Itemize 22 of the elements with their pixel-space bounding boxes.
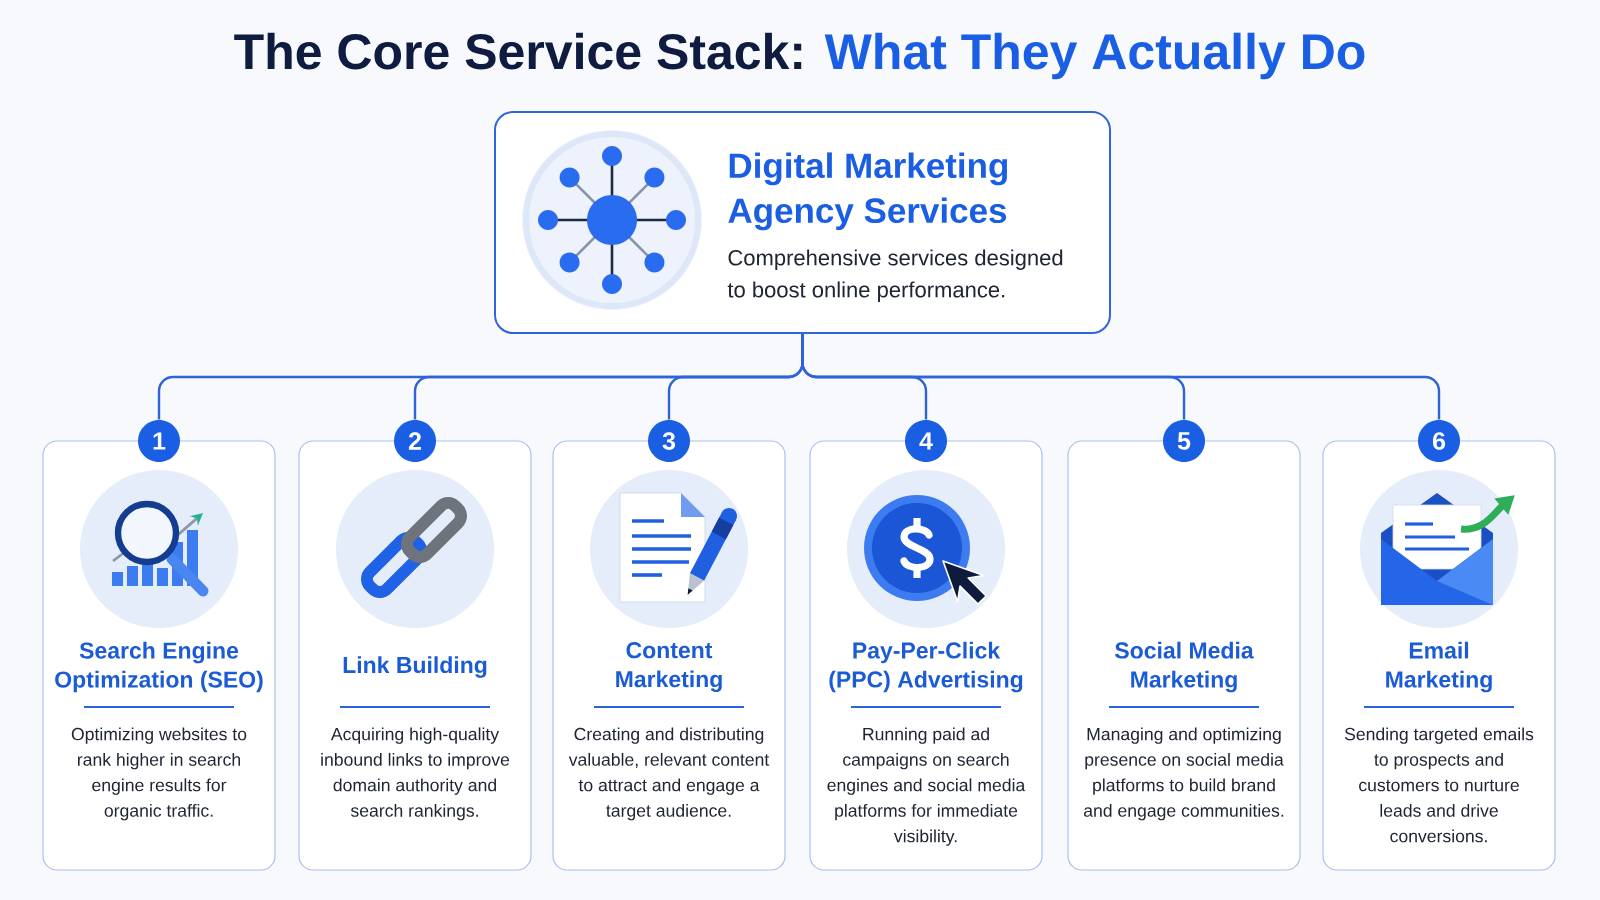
service-title: Content Marketing [616,642,722,692]
service-description: Acquiring high-quality inbound links to improve domain authority and search rankings. [321,727,510,821]
service-title: Pay-Per-Click (PPC) Advertising [829,641,1023,693]
service-title: Email Marketing [1386,641,1492,693]
main-heading: Digital Marketing Agency Services [728,152,1007,231]
service-description: Managing and optimizing presence on social media platforms to build brand and engage communities. [1084,727,1284,821]
number-badge: 1 [138,420,180,462]
service-description: Sending targeted emails to prospects and customers to nurture leads and drive conversions. [1344,727,1534,843]
service-description: Optimizing websites to rank higher in search engine results for organic traffic. [71,727,247,821]
service-description: Running paid ad campaigns on search engines and social media platforms for immediate visibility. [827,727,1026,846]
number-badge: 5 [1163,420,1205,462]
number-badge: 3 [648,420,690,462]
service-title: Link Building [343,656,487,678]
service-title: Search Engine Optimization (SEO) [55,641,263,693]
number-badge: 6 [1418,420,1460,462]
main-description: Comprehensive services designed to boost online performance. [727,249,1063,302]
service-title: Social Media Marketing [1115,641,1254,693]
service-description: Creating and distributing valuable, relevant content to attract and engage a target audience. [568,727,770,821]
number-badge: 4 [905,420,947,462]
number-badge: 2 [394,420,436,462]
title: The Core Service Stack: What They Actually Do [234,32,1365,80]
connector-line [801,334,1441,420]
